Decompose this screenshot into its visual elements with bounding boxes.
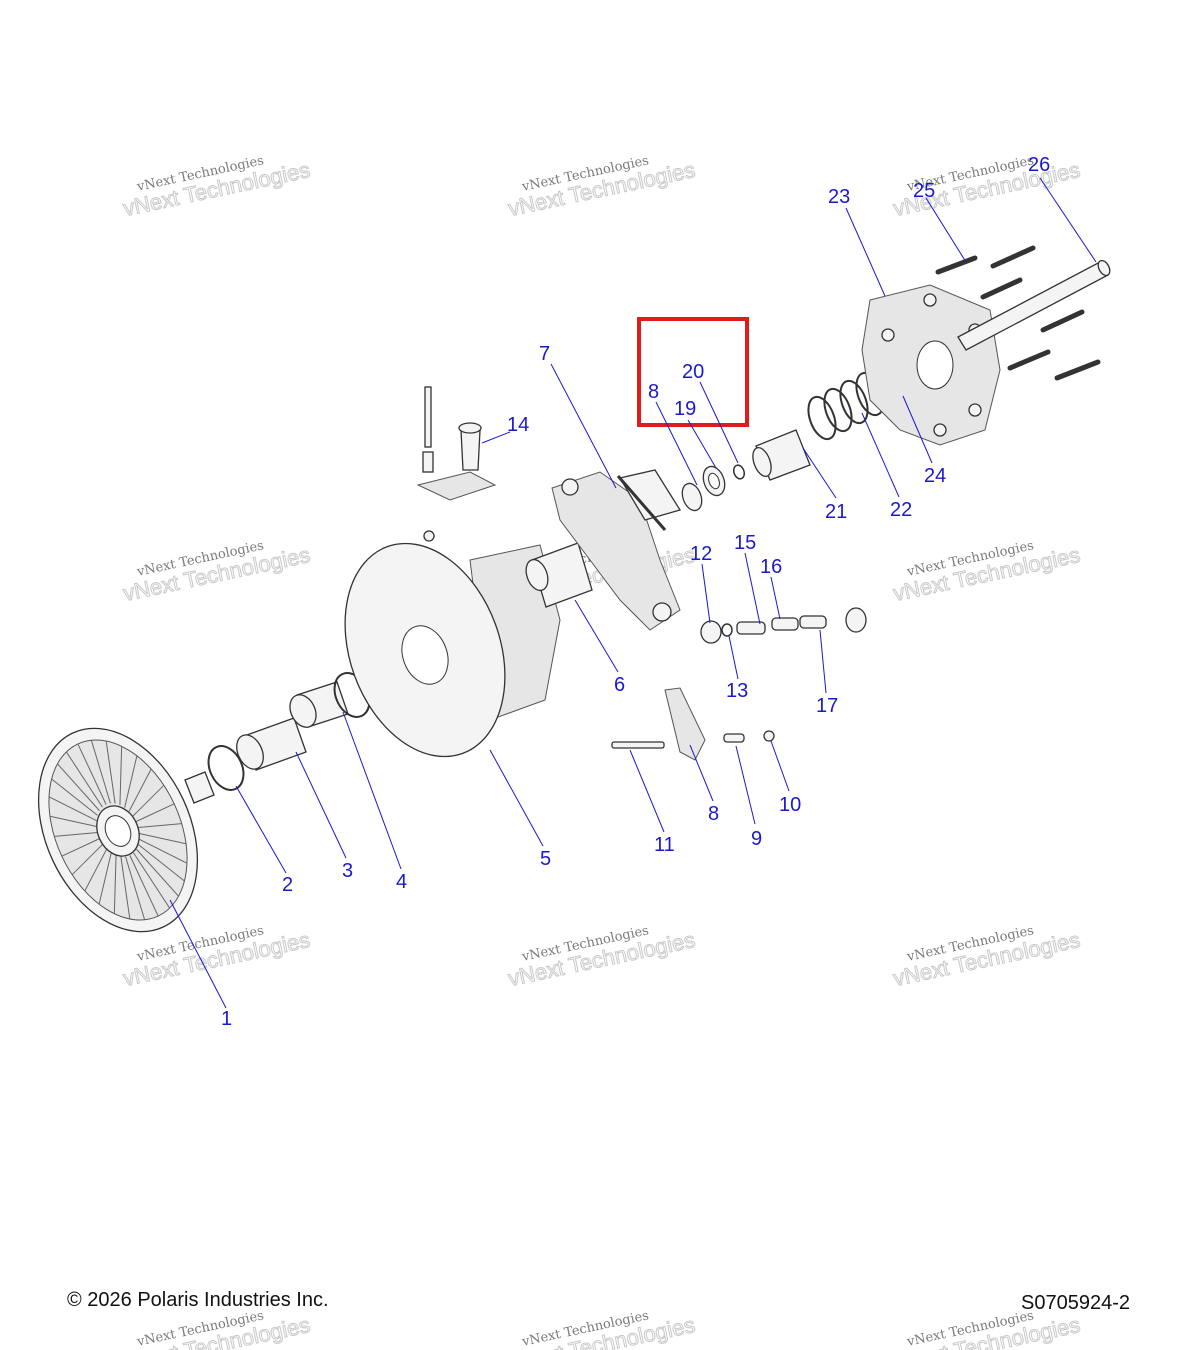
sheave-fin	[77, 743, 107, 805]
sheave-fin	[124, 755, 138, 808]
sheave-fin	[48, 796, 97, 822]
part-20-ring	[732, 464, 746, 480]
sheave-fin	[113, 855, 117, 914]
callout-1[interactable]: 1	[221, 1008, 232, 1030]
sheave-fin	[133, 852, 171, 909]
callout-20[interactable]: 20	[682, 361, 704, 383]
callout-5[interactable]: 5	[540, 848, 551, 870]
sheave-fin	[105, 740, 116, 804]
sheave-fin	[57, 763, 100, 812]
callout-15[interactable]: 15	[734, 532, 756, 554]
part-25-bolts	[935, 245, 1101, 381]
callout-12[interactable]: 12	[690, 543, 712, 565]
callout-14[interactable]: 14	[507, 414, 529, 436]
copyright-notice: © 2026 Polaris Industries Inc.	[67, 1289, 329, 1311]
callout-13[interactable]: 13	[726, 680, 748, 702]
callout-8-upper[interactable]: 8	[648, 381, 659, 403]
sheave-fin	[49, 815, 97, 828]
sheave-fin	[136, 848, 179, 897]
sheave-fin	[98, 852, 112, 905]
part-14-pin-assembly	[416, 386, 497, 542]
sheave-fin	[129, 855, 159, 917]
part-2-ring	[207, 745, 245, 791]
sheave-fin	[139, 832, 187, 845]
part-23-cover	[861, 284, 1001, 446]
part-22-spring	[807, 371, 885, 441]
sheave-fin	[54, 832, 98, 837]
part-1-fixed-sheave	[37, 727, 215, 933]
sheave-fin	[138, 823, 182, 828]
sheave-fin	[65, 751, 103, 808]
callout-21[interactable]: 21	[825, 501, 847, 523]
callout-23[interactable]: 23	[828, 186, 850, 208]
sheave-fin	[51, 778, 98, 816]
leader-lines	[169, 177, 1097, 1009]
part-roller-assembly	[616, 469, 682, 531]
sheave-fin	[120, 856, 131, 920]
callout-9[interactable]: 9	[751, 828, 762, 850]
callout-19[interactable]: 19	[674, 398, 696, 420]
callout-16[interactable]: 16	[760, 556, 782, 578]
callout-26[interactable]: 26	[1028, 154, 1050, 176]
callout-2[interactable]: 2	[282, 874, 293, 896]
part-8-washer	[681, 482, 703, 512]
sheave-fin	[128, 768, 152, 812]
sheave-fin	[132, 784, 165, 817]
part-8-11-flyweight	[611, 687, 775, 761]
sheave-fin	[71, 843, 104, 876]
highlight-box	[637, 317, 749, 427]
part-12-17-pins	[700, 607, 867, 644]
sheave-fin	[84, 848, 108, 892]
sheave-fin	[139, 838, 188, 864]
sheave-fin	[138, 844, 185, 882]
part-6-bushing	[525, 542, 593, 608]
part-19-washer	[702, 465, 726, 497]
sheave-fin	[61, 837, 101, 857]
part-7-spider	[551, 471, 681, 631]
callout-10[interactable]: 10	[779, 794, 801, 816]
callout-17[interactable]: 17	[816, 695, 838, 717]
part-26-long-bolt	[957, 259, 1111, 351]
callout-4[interactable]: 4	[396, 871, 407, 893]
callout-7[interactable]: 7	[539, 343, 550, 365]
sheave-fin	[125, 856, 146, 920]
callout-11[interactable]: 11	[654, 834, 675, 856]
callout-22[interactable]: 22	[890, 499, 912, 521]
callout-8-lower[interactable]: 8	[708, 803, 719, 825]
sheave-fin	[135, 803, 175, 823]
callout-3[interactable]: 3	[342, 860, 353, 882]
callout-24[interactable]: 24	[924, 465, 946, 487]
callout-25[interactable]: 25	[913, 180, 935, 202]
drawing-number: S0705924-2	[1021, 1292, 1130, 1314]
sheave-fin	[90, 740, 111, 804]
callout-6[interactable]: 6	[614, 674, 625, 696]
part-3-bushing	[236, 717, 307, 771]
part-21-spacer	[752, 429, 811, 481]
callout-labels: 1 2 3 4 5 6 7 8 19 20 21 22 23 24 25 26 …	[221, 154, 1050, 1030]
sheave-fin	[119, 746, 123, 805]
